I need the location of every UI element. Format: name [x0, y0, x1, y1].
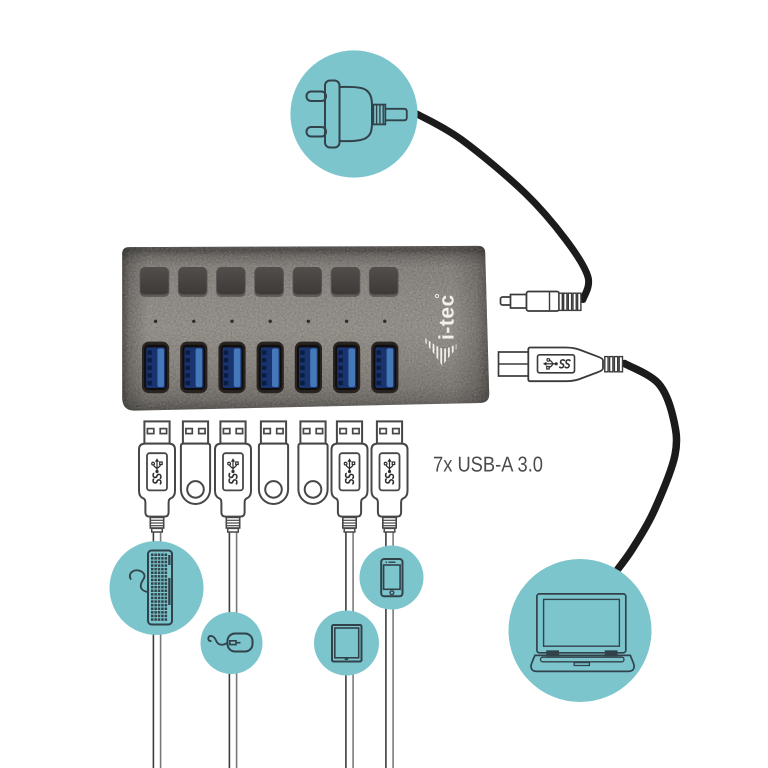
- svg-text:i-tec: i-tec: [436, 294, 459, 340]
- svg-text:7x USB-A 3.0: 7x USB-A 3.0: [433, 453, 543, 477]
